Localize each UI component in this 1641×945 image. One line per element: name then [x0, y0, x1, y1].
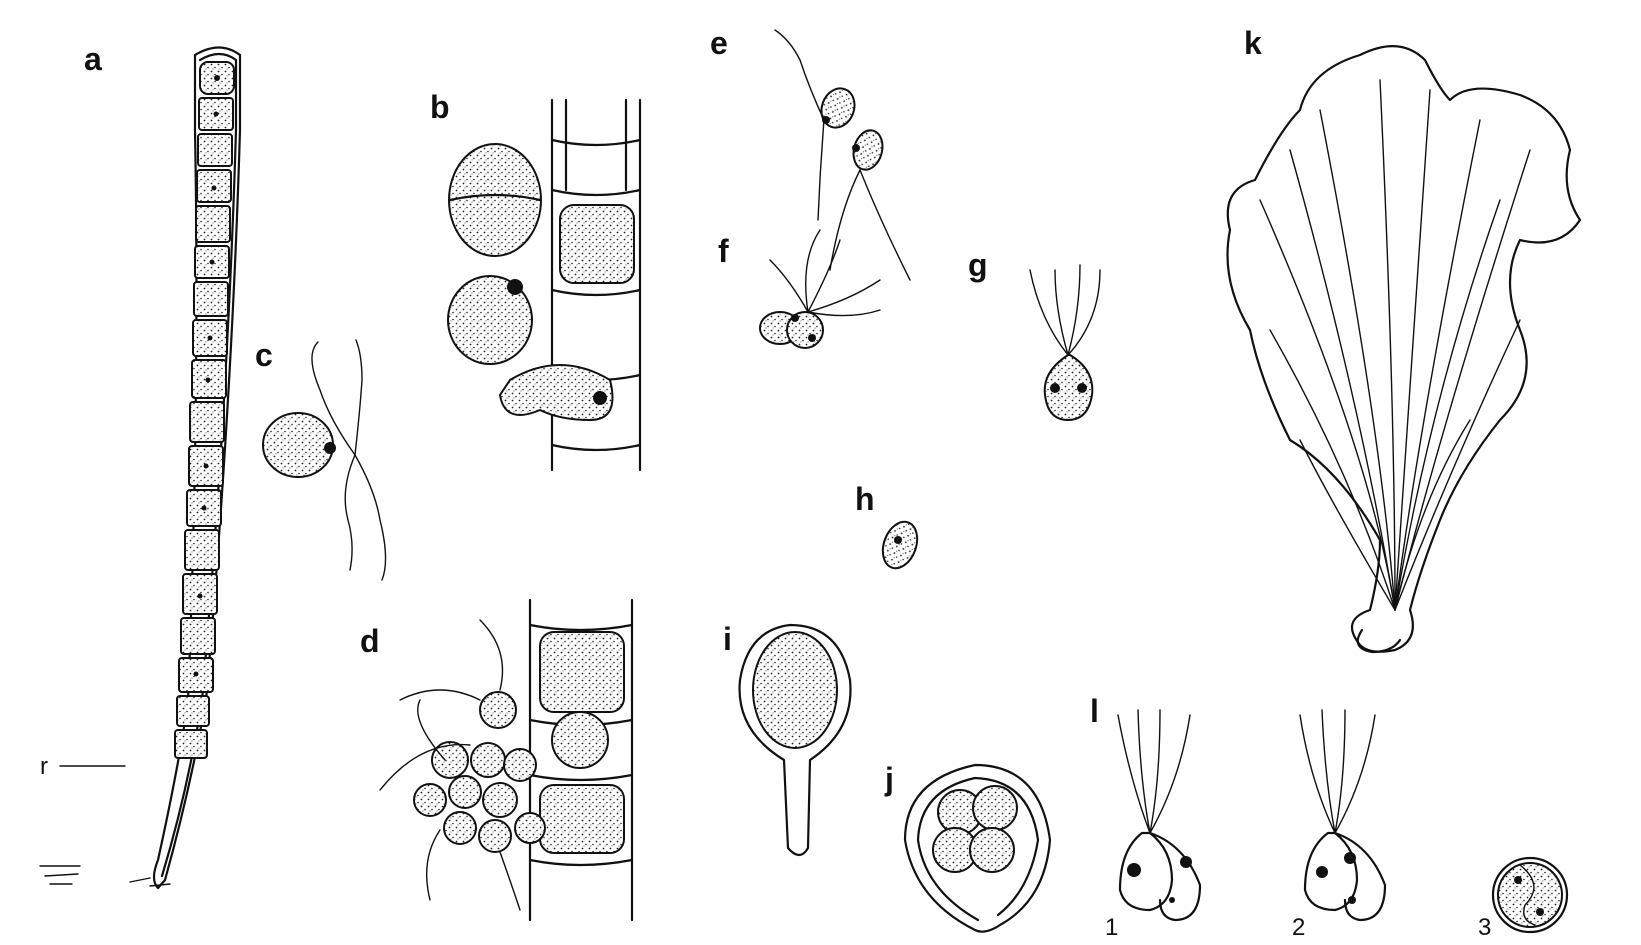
sublabel-l-1: 1 [1105, 914, 1118, 941]
panel-b-filament-release [447, 98, 642, 472]
panel-label-e: e [710, 25, 728, 61]
gamete-cluster [413, 691, 546, 853]
panel-label-f: f [718, 233, 729, 269]
panel-label-b: b [430, 89, 450, 125]
swarmer-pair-2 [1299, 709, 1387, 922]
panel-k-thallus [1226, 45, 1582, 654]
sublabel-l-3: 3 [1478, 914, 1491, 941]
panel-f-fusing-gametes [759, 229, 881, 349]
panel-label-g: g [968, 247, 988, 283]
thallus-veins [1259, 79, 1531, 611]
panel-g-zygote [1029, 264, 1101, 422]
panel-label-c: c [255, 337, 273, 373]
filament-cells [174, 61, 235, 759]
panel-label-d: d [360, 623, 380, 659]
panel-i-germinating-zygote [738, 623, 852, 857]
swarmer-pair-1 [1117, 709, 1202, 922]
panel-j-sporangium [903, 763, 1052, 933]
panel-label-a: a [84, 41, 102, 77]
sublabel-l-2: 2 [1292, 914, 1305, 941]
panel-a-filament: r [39, 46, 242, 890]
annotation-r: r [40, 753, 48, 780]
panel-c-zoospore [262, 339, 387, 581]
panel-label-i: i [723, 621, 732, 657]
panel-label-l: l [1090, 693, 1099, 729]
swarmer-cyst-3 [1491, 856, 1569, 934]
panel-label-k: k [1244, 25, 1262, 61]
panel-h-zygote-rest [881, 520, 919, 570]
panel-label-h: h [855, 481, 875, 517]
filament-nuclei [193, 75, 220, 677]
panel-l-swarmers: 1 2 3 [1105, 709, 1569, 941]
panel-d-gametes-release [379, 598, 634, 922]
panel-label-j: j [884, 761, 894, 797]
panel-e-gametes [774, 29, 911, 281]
